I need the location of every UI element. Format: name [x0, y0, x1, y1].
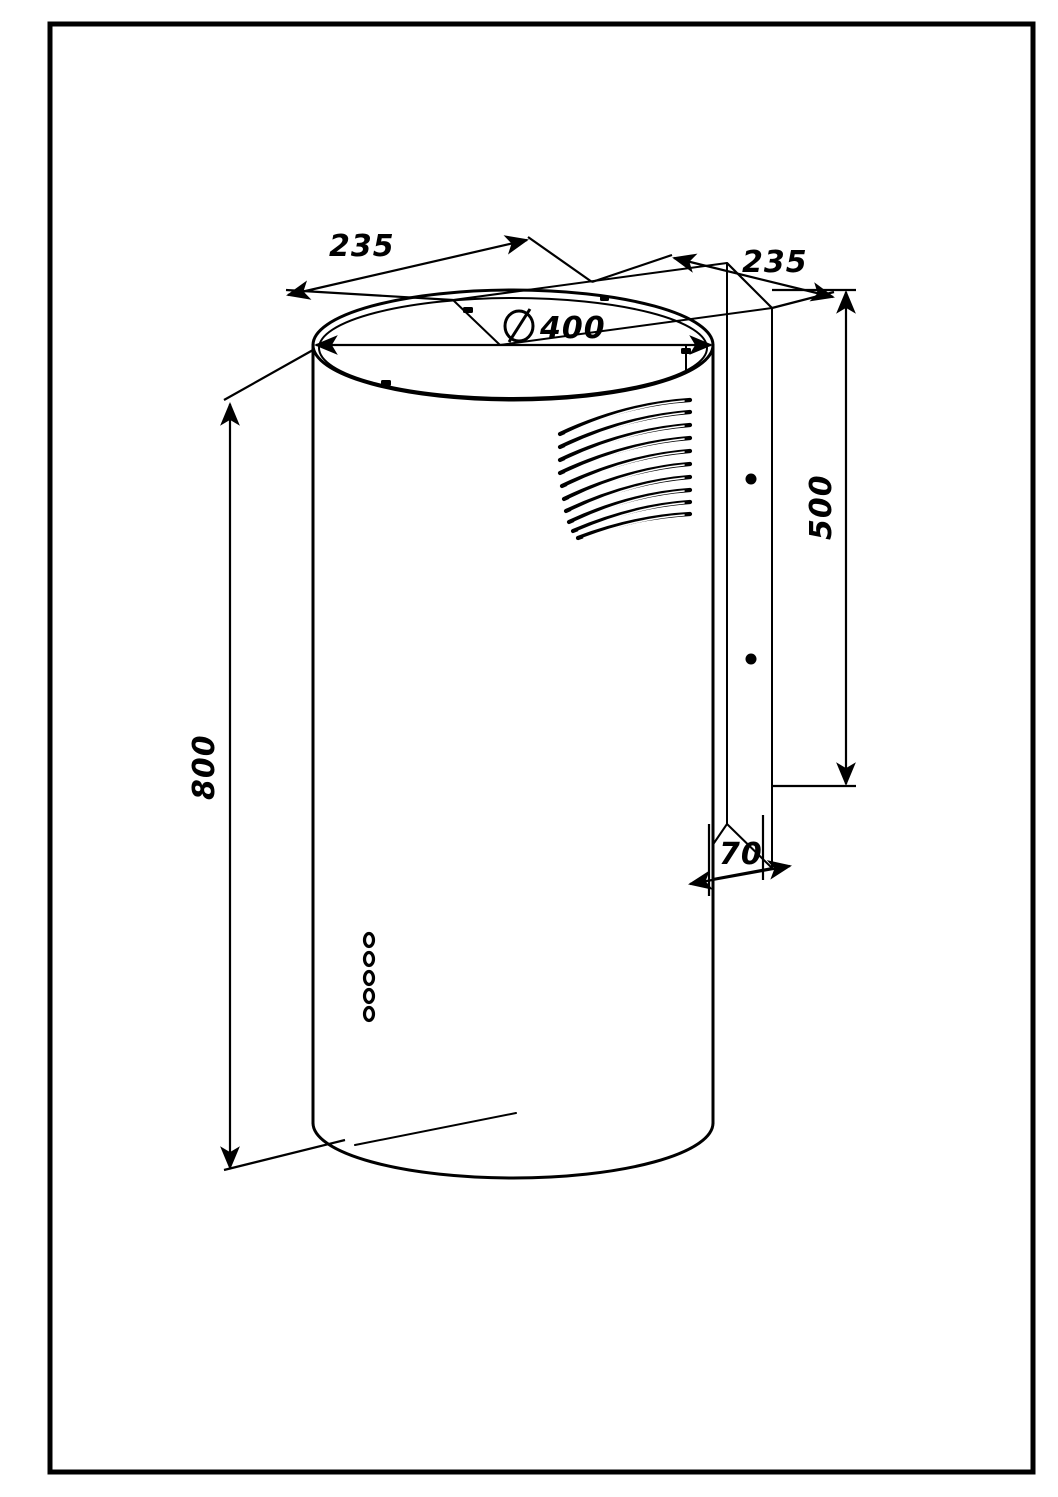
louver-highlight-10 [583, 514, 685, 539]
dim-800-ext-top [223, 349, 314, 401]
wall-mount-hole-lower [745, 653, 757, 665]
louver-highlight-3 [565, 425, 685, 461]
dim-800-ext-bottom [223, 1138, 346, 1172]
top-screw-mark-1 [463, 307, 473, 313]
dimension-depth-right: 235 [591, 245, 835, 310]
control-button-2[interactable] [362, 950, 376, 968]
louver-highlight-2 [565, 412, 685, 448]
top-screw-mark-3 [381, 380, 391, 386]
louver-vent [557, 397, 693, 541]
top-screw-mark-2 [681, 348, 691, 354]
dimension-plate-height: 500 [772, 288, 856, 788]
dimension-plate-depth: 70 [688, 815, 792, 896]
dim-235-left-line [286, 235, 529, 300]
dim-235-right-ext-a [591, 253, 673, 284]
mount-plate-outer-face [726, 262, 773, 869]
control-button-1[interactable] [362, 931, 376, 949]
dim-70-label: 70 [719, 837, 763, 872]
control-buttons[interactable] [362, 931, 376, 1023]
cylinder-bottom-arc [311, 1121, 715, 1180]
dim-235-left-ext-b [527, 236, 593, 283]
dim-400-label: 400 [539, 311, 606, 346]
cylinder-body [311, 288, 715, 1180]
top-screw-mark-4 [600, 296, 609, 301]
dim-235-right-label: 235 [742, 245, 808, 280]
dimension-depth-left: 235 [285, 229, 593, 302]
dim-235-left-label: 235 [329, 229, 395, 264]
dimension-diameter: 400 [314, 308, 713, 355]
louver-highlight-4 [565, 438, 685, 474]
louver-highlight-7 [571, 477, 685, 512]
dim-800-label: 800 [187, 734, 222, 800]
louver-highlight-1 [565, 400, 685, 435]
diameter-symbol-icon [503, 308, 535, 343]
cylinder-bottom-detail-line [354, 1112, 517, 1146]
louver-highlight-6 [569, 464, 685, 500]
control-button-3[interactable] [362, 969, 376, 987]
louver-highlight-8 [574, 490, 685, 523]
dim-70-line [688, 860, 792, 890]
louver-slot-highlight-group [565, 400, 685, 539]
dimension-total-height: 800 [187, 349, 346, 1172]
control-button-4[interactable] [362, 987, 376, 1005]
control-button-5[interactable] [362, 1005, 376, 1023]
wall-mount-hole-upper [745, 473, 757, 485]
drawing-border-frame [47, 21, 1036, 1475]
louver-highlight-9 [578, 502, 685, 532]
dim-500-label: 500 [804, 474, 839, 540]
cylinder-side-surface [313, 345, 713, 1178]
louver-highlight-5 [567, 451, 685, 487]
